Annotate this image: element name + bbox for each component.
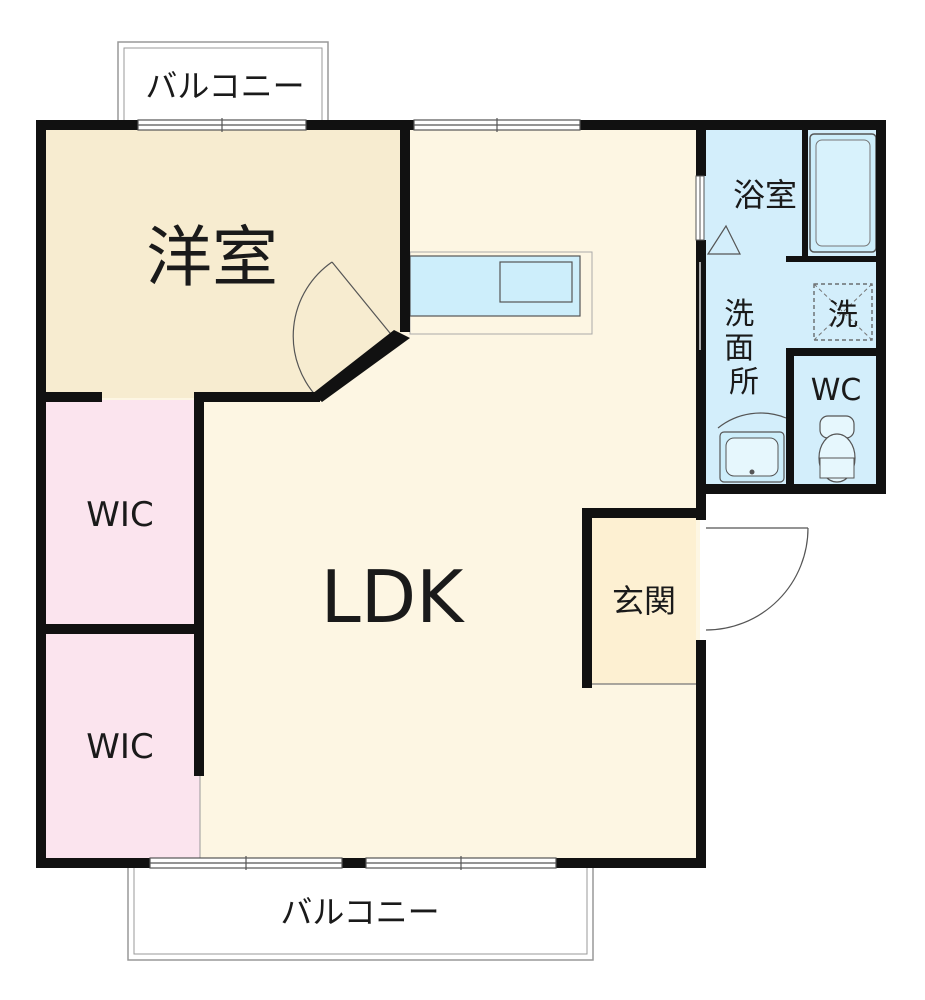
toilet-label: WC <box>811 373 862 408</box>
western-room-door <box>292 261 395 399</box>
window-ldk-bottom-right <box>365 856 557 870</box>
washroom-label-line-3: 所 <box>729 365 759 400</box>
western-room-label: 洋室 <box>146 219 278 296</box>
wic-upper-floor <box>44 400 198 630</box>
bathroom-label: 浴室 <box>733 176 797 214</box>
balcony-top-label: バルコニー <box>145 67 304 105</box>
western-room-angled-wall <box>312 330 410 402</box>
balcony-top <box>117 41 329 125</box>
wash-basin <box>719 431 785 483</box>
washer-label: 洗 <box>828 298 858 333</box>
balcony-bottom-label: バルコニー <box>280 893 439 931</box>
toilet-bowl <box>818 415 856 483</box>
balcony-bottom <box>127 861 594 961</box>
washroom-label-line-2: 面 <box>724 331 754 366</box>
entrance-door <box>705 527 809 631</box>
walls <box>36 120 886 868</box>
bath-drain-icon <box>706 224 741 255</box>
entrance-label: 玄関 <box>612 582 676 620</box>
entrance-floor <box>588 516 696 684</box>
ldk-label: LDK <box>321 555 466 639</box>
window-western-room <box>137 118 307 132</box>
wic-lower-label: WIC <box>86 727 153 767</box>
washroom-label-line-1: 洗 <box>724 297 754 332</box>
bathtub <box>809 133 877 253</box>
western-room-floor <box>42 126 404 398</box>
window-ldk-top <box>413 118 581 132</box>
window-ldk-bottom-left <box>149 856 343 870</box>
kitchen-counter <box>409 251 593 335</box>
washroom-door <box>717 412 787 429</box>
window-bathroom <box>695 175 705 241</box>
washer-space <box>813 283 873 341</box>
wic-upper-label: WIC <box>86 495 153 535</box>
washroom-label: 洗 面 所 <box>724 297 764 400</box>
wic-lower-floor <box>44 632 200 860</box>
